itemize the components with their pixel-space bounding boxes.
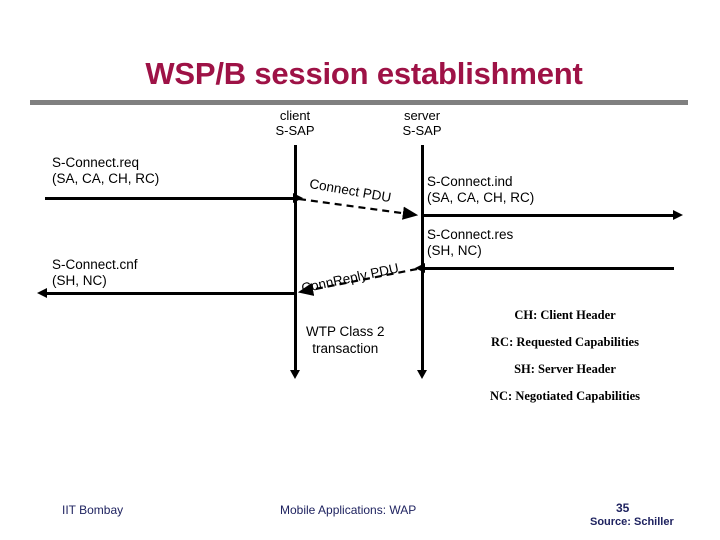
label-connreply-pdu: ConnReply PDU — [300, 260, 401, 296]
arrow-s-connect-cnf — [37, 288, 294, 298]
label-s-connect-req: S-Connect.req (SA, CA, CH, RC) — [52, 155, 159, 187]
label-s-connect-req-line2: (SA, CA, CH, RC) — [52, 171, 160, 186]
client-sap-label-line2: S-SAP — [275, 123, 315, 138]
arrow-head-icon — [673, 210, 683, 220]
page-title: WSP/B session establishment — [145, 56, 583, 91]
server-sap-label-line2: S-SAP — [402, 123, 442, 138]
arrow-head-icon — [415, 263, 425, 273]
server-lifeline — [421, 145, 424, 373]
legend-item-rc: RC: Requested Capabilities — [491, 335, 639, 349]
title-divider — [30, 100, 688, 105]
label-s-connect-cnf-line2: (SH, NC) — [52, 273, 107, 288]
arrow-head-icon — [37, 288, 47, 298]
label-s-connect-cnf: S-Connect.cnf (SH, NC) — [52, 257, 138, 289]
client-lifeline — [294, 145, 297, 373]
footer-source: Source: Schiller — [590, 516, 674, 528]
label-wtp-transaction: WTP Class 2 transaction — [306, 323, 385, 357]
arrow-s-connect-res — [415, 263, 674, 273]
legend-item-ch: CH: Client Header — [514, 308, 616, 322]
label-s-connect-res-line2: (SH, NC) — [427, 243, 482, 258]
legend-item-sh: SH: Server Header — [514, 362, 616, 376]
label-s-connect-req-line1: S-Connect.req — [52, 155, 140, 170]
client-lifeline-arrow-icon — [290, 370, 300, 379]
legend-item-nc: NC: Negotiated Capabilities — [490, 389, 640, 403]
client-sap-header: client S-SAP — [245, 108, 345, 138]
label-s-connect-res: S-Connect.res (SH, NC) — [427, 227, 513, 259]
connect-pdu-arrow — [298, 197, 419, 220]
arrow-s-connect-req — [45, 193, 303, 203]
server-sap-label-line1: server — [403, 108, 441, 123]
arrow-s-connect-ind — [424, 210, 683, 220]
label-s-connect-ind-line2: (SA, CA, CH, RC) — [427, 190, 535, 205]
server-sap-header: server S-SAP — [372, 108, 472, 138]
abbreviation-legend: CH: Client Header RC: Requested Capabili… — [440, 308, 690, 416]
label-wtp-line2: transaction — [312, 341, 379, 356]
label-s-connect-cnf-line1: S-Connect.cnf — [52, 257, 138, 272]
label-s-connect-res-line1: S-Connect.res — [427, 227, 514, 242]
footer-course-title: Mobile Applications: WAP — [280, 503, 417, 517]
client-sap-label-line1: client — [279, 108, 311, 123]
server-lifeline-arrow-icon — [417, 370, 427, 379]
label-wtp-line1: WTP Class 2 — [306, 324, 385, 339]
label-connect-pdu: Connect PDU — [308, 176, 393, 206]
label-s-connect-ind: S-Connect.ind (SA, CA, CH, RC) — [427, 174, 534, 206]
label-s-connect-ind-line1: S-Connect.ind — [427, 174, 513, 189]
footer-page-number: 35 — [616, 501, 630, 515]
arrow-head-icon — [293, 193, 303, 203]
footer-organization: IIT Bombay — [62, 503, 124, 517]
